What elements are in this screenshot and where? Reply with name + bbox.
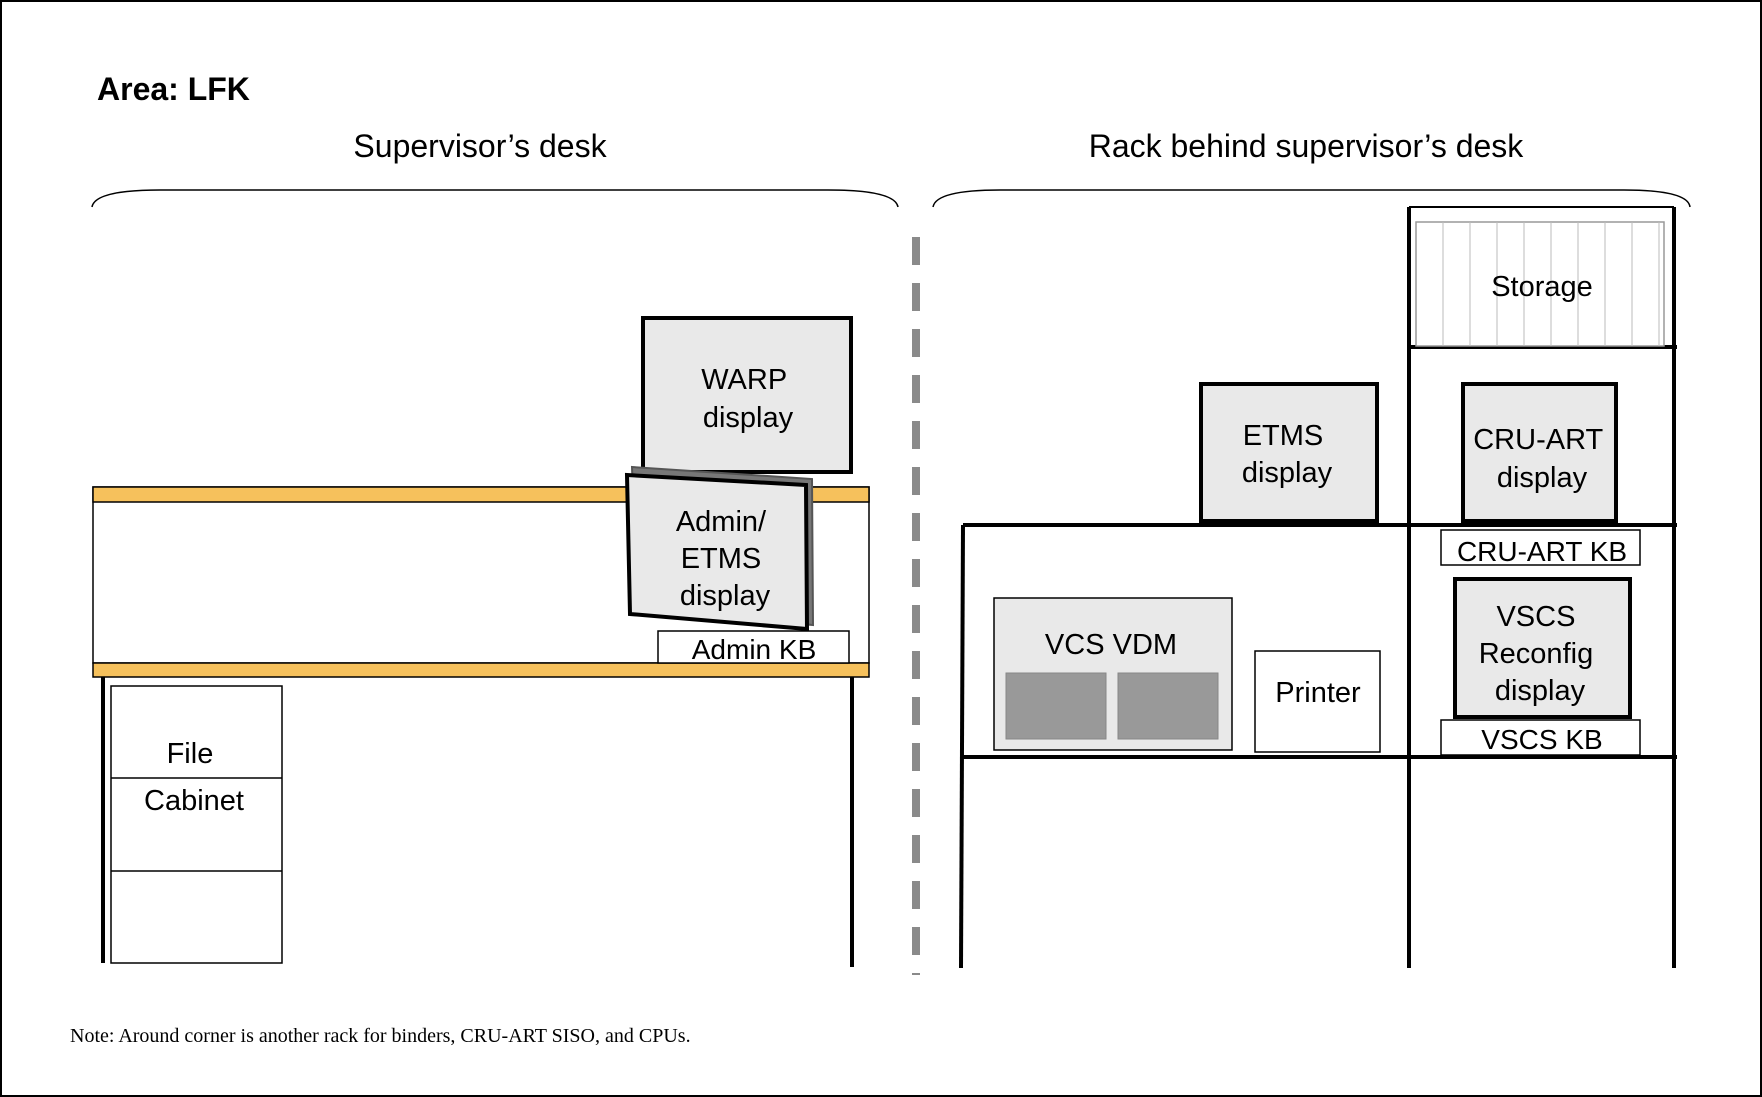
rack-frame bbox=[959, 206, 1677, 969]
desk-section-title: Supervisor’s desk bbox=[353, 128, 607, 164]
file-cabinet-body bbox=[110, 685, 283, 964]
warp-display-label: WARP display bbox=[701, 364, 794, 434]
warp-display-monitor bbox=[641, 316, 853, 474]
etms-display-monitor bbox=[1199, 382, 1379, 523]
storage-box bbox=[1415, 221, 1665, 347]
file-cabinet: File Cabinet bbox=[110, 685, 283, 964]
vcs-vdm-label: VCS VDM bbox=[1045, 629, 1177, 661]
vscs-display-monitor bbox=[1453, 577, 1632, 719]
cru-art-keyboard bbox=[1440, 529, 1641, 566]
storage-stripes bbox=[1442, 222, 1660, 346]
printer bbox=[1254, 650, 1381, 753]
warp-display: WARP display bbox=[641, 316, 853, 474]
footnote: Note: Around corner is another rack for … bbox=[70, 1025, 691, 1047]
admin-display-monitor bbox=[624, 472, 810, 632]
vcs-vdm-screen-right bbox=[1117, 672, 1219, 740]
etms-display: ETMS display bbox=[1199, 382, 1379, 523]
vscs-display-label: VSCS Reconfig display bbox=[1479, 601, 1602, 707]
rack-section-brace bbox=[932, 189, 1691, 208]
cru-art-keyboard-label: CRU-ART KB bbox=[1457, 536, 1627, 567]
desk-bottom-edge bbox=[92, 662, 870, 678]
storage-unit: Storage bbox=[1415, 221, 1665, 347]
cru-art-display-label: CRU-ART display bbox=[1473, 424, 1611, 494]
cru-art-display-monitor bbox=[1461, 382, 1618, 523]
vscs-keyboard bbox=[1440, 719, 1641, 756]
storage-label: Storage bbox=[1491, 271, 1593, 303]
vscs-reconfig-display: VSCS Reconfig display bbox=[1453, 577, 1632, 719]
etms-display-label: ETMS display bbox=[1242, 420, 1333, 489]
area-title: Area: LFK bbox=[97, 71, 250, 107]
vscs-keyboard-label: VSCS KB bbox=[1481, 724, 1602, 755]
cru-art-display: CRU-ART display bbox=[1461, 382, 1618, 523]
admin-keyboard bbox=[657, 630, 850, 664]
rack-leg-left bbox=[959, 524, 965, 969]
rack-section-title: Rack behind supervisor’s desk bbox=[1089, 128, 1525, 164]
admin-display-label: Admin/ ETMS display bbox=[676, 506, 774, 612]
file-cabinet-label: File Cabinet bbox=[144, 738, 244, 817]
vcs-vdm-screen-left bbox=[1005, 672, 1107, 740]
vcs-vdm: VCS VDM bbox=[993, 597, 1233, 751]
admin-etms-display: Admin/ ETMS display bbox=[624, 465, 815, 632]
printer-label: Printer bbox=[1275, 677, 1361, 709]
admin-keyboard-label: Admin KB bbox=[692, 634, 817, 665]
desk-section-brace bbox=[91, 189, 899, 208]
